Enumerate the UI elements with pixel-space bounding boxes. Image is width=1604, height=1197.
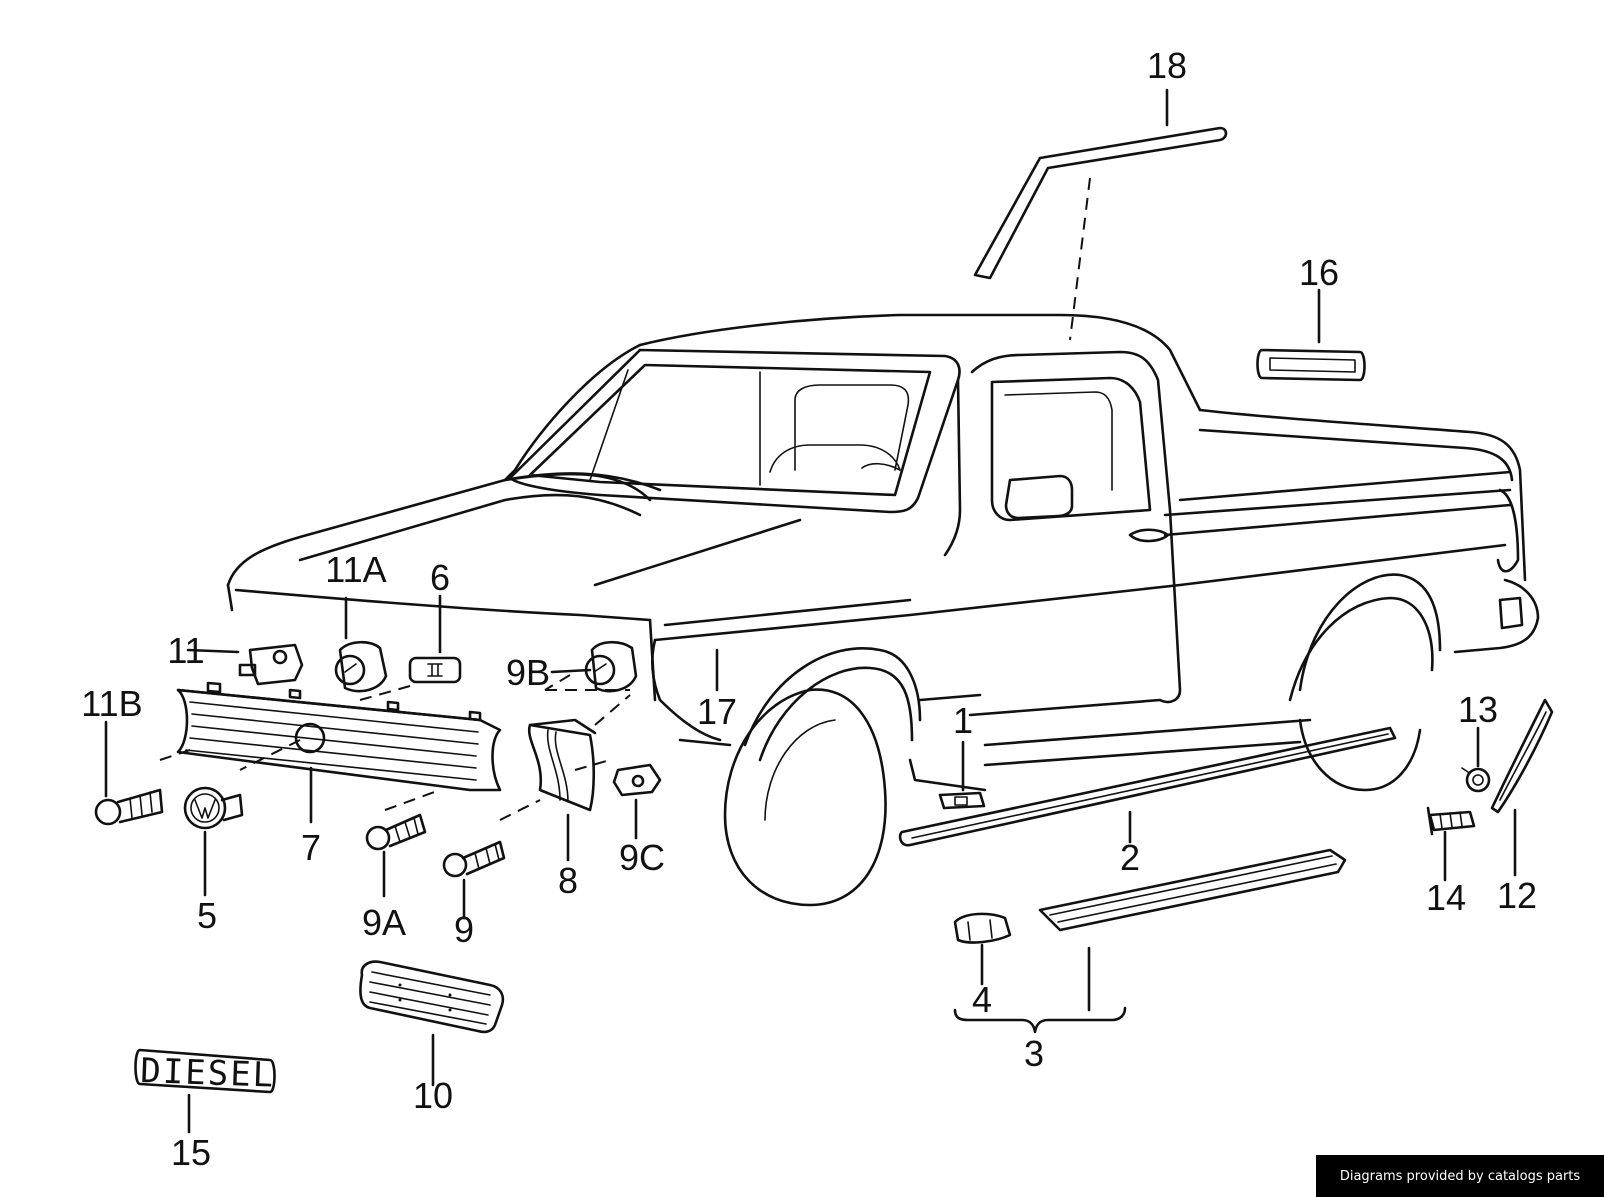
bulb-socket	[334, 640, 388, 693]
callout-18: 18	[1147, 45, 1187, 86]
callout-9: 9	[454, 909, 474, 950]
callout-5: 5	[197, 895, 217, 936]
group-bracket-3	[953, 1006, 1127, 1034]
assembly-guide-lines	[159, 674, 631, 821]
callout-8: 8	[558, 860, 578, 901]
callout-1: 1	[953, 700, 973, 741]
wheel-arch-trim	[1490, 698, 1554, 814]
callout-4: 4	[972, 979, 992, 1020]
fastener-stud	[1426, 806, 1476, 836]
lamp-socket-right	[584, 640, 638, 693]
radiator-grille	[176, 681, 502, 792]
callout-7: 7	[301, 827, 321, 868]
callout-9b: 9B	[506, 652, 550, 693]
callout-15: 15	[171, 1132, 211, 1173]
callout-3: 3	[1024, 1033, 1044, 1074]
push-nut	[1461, 767, 1491, 793]
callout-17: 17	[697, 691, 737, 732]
callout-9a: 9A	[362, 902, 406, 943]
roof-trim-strip	[973, 126, 1228, 341]
callout-12: 12	[1497, 875, 1537, 916]
diesel-badge: DIESEL	[134, 1048, 276, 1096]
screw-11b	[94, 788, 164, 826]
callout-10: 10	[413, 1075, 453, 1116]
callout-2: 2	[1120, 837, 1140, 878]
callout-11a: 11A	[325, 549, 386, 590]
callout-9c: 9C	[619, 837, 665, 878]
self-tapping-screw	[365, 813, 427, 851]
callout-14: 14	[1426, 877, 1466, 918]
side-marker-lamp	[408, 656, 462, 684]
emblem-plate	[1256, 348, 1366, 382]
callout-11: 11	[167, 630, 204, 671]
diesel-badge-text: DIESEL	[140, 1051, 276, 1096]
callout-13: 13	[1458, 689, 1498, 730]
retaining-clip	[612, 763, 662, 797]
air-vent-grille	[359, 960, 505, 1034]
credit-banner: Diagrams provided by catalogs parts	[1316, 1155, 1604, 1197]
pickup-truck-illustration	[226, 313, 1540, 907]
callout-11b: 11B	[81, 683, 142, 724]
running-board-strip	[1038, 848, 1347, 932]
sill-clip	[938, 791, 986, 810]
callout-labels: 18 16 11A 6 11 9B 11B 17 1 13 7 8 9C 5 2…	[81, 45, 1537, 1173]
callout-6: 6	[430, 557, 450, 598]
vw-emblem	[183, 786, 244, 830]
bulb-holder	[238, 643, 304, 686]
callout-16: 16	[1299, 252, 1339, 293]
sill-trim-strip	[898, 726, 1397, 847]
running-board-clip	[953, 912, 1012, 944]
bolt-9	[442, 840, 506, 878]
leader-lines	[104, 88, 1517, 1134]
indicator-housing	[527, 718, 597, 812]
